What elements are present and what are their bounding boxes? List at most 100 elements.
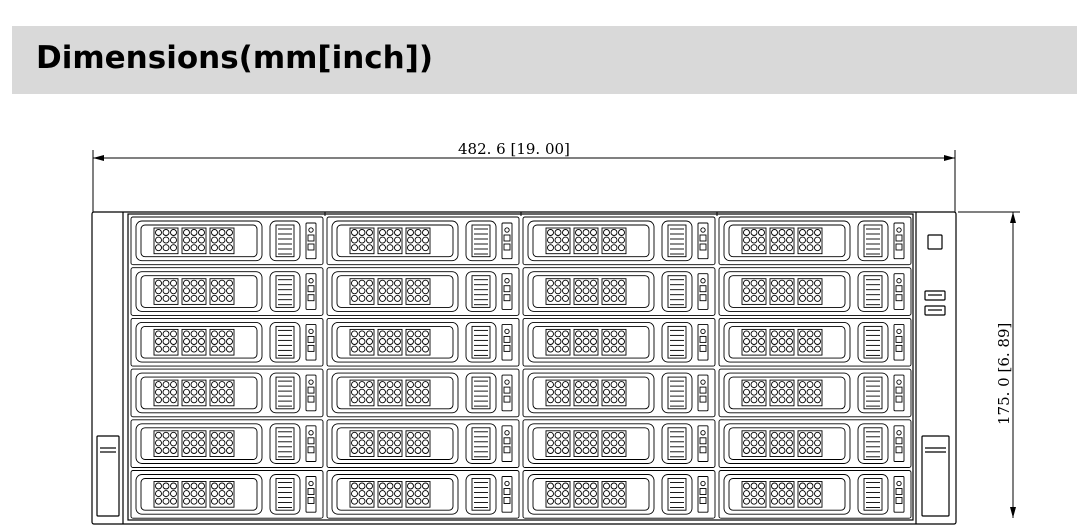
drive-tray xyxy=(331,321,459,363)
vent-grille xyxy=(769,328,795,356)
drive-tray xyxy=(527,423,655,464)
drive-tray xyxy=(331,423,459,464)
status-led-strip xyxy=(697,273,709,310)
vent-grille xyxy=(209,481,235,508)
drive-bay xyxy=(130,368,324,418)
vent-grille xyxy=(601,481,627,508)
drive-bay xyxy=(522,368,716,418)
height-dimension xyxy=(958,211,1020,518)
drive-tray xyxy=(527,220,655,262)
drive-tray xyxy=(331,271,459,312)
chassis-outline xyxy=(91,211,957,525)
vent-grille xyxy=(769,227,795,255)
vent-grille xyxy=(405,328,431,356)
tray-latch xyxy=(269,271,301,312)
right-handle xyxy=(921,435,950,517)
vent-grille xyxy=(741,278,767,305)
vent-grille xyxy=(545,481,571,508)
status-led-strip xyxy=(501,476,513,513)
vent-grille xyxy=(153,379,179,407)
drive-bay xyxy=(718,470,912,519)
drive-bay xyxy=(718,216,912,266)
drive-tray xyxy=(723,474,851,515)
drive-bay xyxy=(718,267,912,316)
drive-bay xyxy=(130,470,324,519)
drive-bay xyxy=(522,267,716,316)
vent-grille xyxy=(601,328,627,356)
vent-grille xyxy=(209,430,235,457)
status-led-strip xyxy=(305,273,317,310)
drive-bay xyxy=(326,267,520,316)
tray-latch xyxy=(269,423,301,464)
tray-latch xyxy=(269,474,301,515)
vent-grille xyxy=(601,227,627,255)
chassis xyxy=(91,211,957,525)
vent-grille xyxy=(405,481,431,508)
drive-bay xyxy=(718,368,912,418)
vent-grille xyxy=(573,328,599,356)
vent-grille xyxy=(405,379,431,407)
vent-grille xyxy=(769,379,795,407)
drive-tray xyxy=(723,321,851,363)
drive-bay xyxy=(522,419,716,468)
vent-grille xyxy=(349,430,375,457)
status-led-strip xyxy=(501,222,513,260)
status-led-strip xyxy=(305,374,317,412)
vent-grille xyxy=(377,481,403,508)
vent-grille xyxy=(377,227,403,255)
drive-tray xyxy=(135,220,263,262)
vent-grille xyxy=(209,328,235,356)
vent-grille xyxy=(349,328,375,356)
drive-tray xyxy=(723,372,851,414)
drive-bay xyxy=(522,470,716,519)
vent-grille xyxy=(797,227,823,255)
vent-grille xyxy=(797,481,823,508)
vent-grille xyxy=(545,328,571,356)
vent-grille xyxy=(377,430,403,457)
status-led-strip xyxy=(501,323,513,361)
vent-grille xyxy=(545,379,571,407)
status-led-strip xyxy=(305,222,317,260)
drive-tray xyxy=(135,423,263,464)
status-led-strip xyxy=(501,374,513,412)
tray-latch xyxy=(857,220,889,262)
status-led-strip xyxy=(893,323,905,361)
drive-bay xyxy=(326,470,520,519)
vent-grille xyxy=(181,481,207,508)
drive-bay xyxy=(326,368,520,418)
control-panel xyxy=(924,234,946,316)
vent-grille xyxy=(349,227,375,255)
vent-grille xyxy=(601,278,627,305)
drive-bays xyxy=(130,212,912,519)
tray-latch xyxy=(465,321,497,363)
vent-grille xyxy=(181,328,207,356)
tray-latch xyxy=(857,372,889,414)
drive-bay xyxy=(718,419,912,468)
vent-grille xyxy=(573,481,599,508)
vent-grille xyxy=(209,227,235,255)
tray-latch xyxy=(465,474,497,515)
vent-grille xyxy=(573,430,599,457)
width-dimension xyxy=(92,150,956,212)
vent-grille xyxy=(545,278,571,305)
vent-grille xyxy=(573,227,599,255)
vent-grille xyxy=(153,278,179,305)
drive-bay xyxy=(326,216,520,266)
drive-bay xyxy=(326,317,520,367)
vent-grille xyxy=(153,328,179,356)
drive-tray xyxy=(527,271,655,312)
vent-grille xyxy=(545,227,571,255)
vent-grille xyxy=(797,278,823,305)
usb-port-top xyxy=(924,290,946,301)
page-title: Dimensions(mm[inch]) xyxy=(36,40,434,76)
vent-grille xyxy=(209,278,235,305)
drive-tray xyxy=(723,271,851,312)
tray-latch xyxy=(661,220,693,262)
vent-grille xyxy=(377,278,403,305)
section-header: Dimensions(mm[inch]) xyxy=(12,26,1077,94)
tray-latch xyxy=(465,372,497,414)
vent-grille xyxy=(797,379,823,407)
vent-grille xyxy=(545,430,571,457)
status-led-strip xyxy=(893,222,905,260)
